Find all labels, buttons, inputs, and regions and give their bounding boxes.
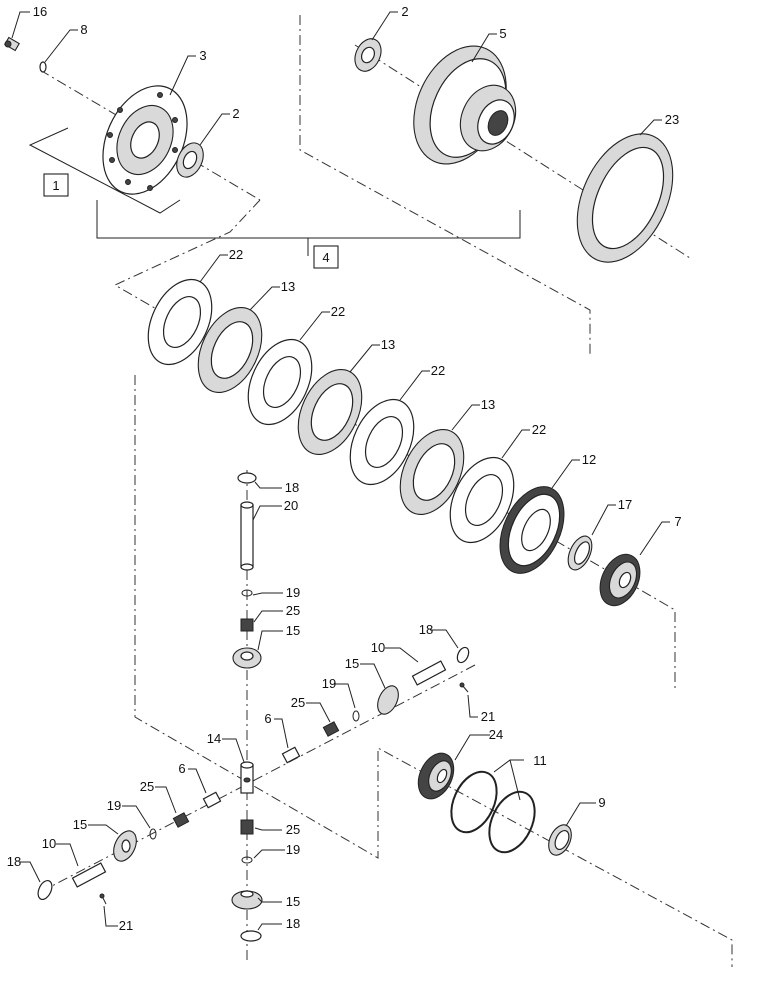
callout-13-b: 13 bbox=[381, 337, 395, 352]
disc-part-13-b bbox=[297, 368, 363, 456]
snap-ring-part-19-right bbox=[352, 710, 360, 722]
callout-1: 1 bbox=[52, 178, 59, 193]
ring-part-9 bbox=[548, 824, 572, 856]
callout-14: 14 bbox=[207, 731, 221, 746]
washer-part-18-top bbox=[237, 472, 257, 484]
spring-part-25-bottom bbox=[240, 819, 254, 835]
callout-21-right: 21 bbox=[481, 709, 495, 724]
plate-part-22-b bbox=[247, 338, 313, 426]
callout-15-left: 15 bbox=[73, 817, 87, 832]
spring-part-25-left bbox=[172, 812, 190, 828]
leader-lines bbox=[11, 11, 670, 931]
callout-labels: 16 8 3 2 2 5 23 1 4 22 13 22 13 22 13 22… bbox=[7, 4, 682, 933]
callout-6-right: 6 bbox=[264, 711, 271, 726]
shim-part-2-right bbox=[354, 38, 382, 72]
callout-4: 4 bbox=[322, 250, 329, 265]
pin-part-10-left bbox=[71, 862, 107, 888]
gear-part-7 bbox=[599, 553, 641, 607]
assembly-box-1: 1 bbox=[43, 173, 69, 197]
gear-part-15-right bbox=[377, 685, 399, 715]
disc-part-13-a bbox=[197, 306, 263, 394]
callout-2-left: 2 bbox=[232, 106, 239, 121]
callout-8: 8 bbox=[80, 22, 87, 37]
ring-part-23 bbox=[576, 133, 674, 263]
piston-part-12 bbox=[499, 486, 565, 574]
spring-part-25-top bbox=[240, 618, 254, 632]
washer-part-18-bottom bbox=[240, 930, 262, 942]
callout-24: 24 bbox=[489, 727, 503, 742]
assembly-box-4: 4 bbox=[313, 245, 339, 269]
callout-18-left: 18 bbox=[7, 854, 21, 869]
spider-part-14 bbox=[240, 761, 254, 794]
callout-13-a: 13 bbox=[281, 279, 295, 294]
bolt-part-16 bbox=[4, 36, 20, 52]
callout-21-left: 21 bbox=[119, 918, 133, 933]
callout-10-left: 10 bbox=[42, 836, 56, 851]
callout-13-c: 13 bbox=[481, 397, 495, 412]
callout-18-top: 18 bbox=[285, 480, 299, 495]
callout-15-top: 15 bbox=[286, 623, 300, 638]
callout-22-c: 22 bbox=[431, 363, 445, 378]
pin-part-21-left bbox=[99, 893, 107, 905]
callout-19-left: 19 bbox=[107, 798, 121, 813]
gear-part-24 bbox=[417, 752, 455, 800]
callout-17: 17 bbox=[618, 497, 632, 512]
gear-part-15-bottom bbox=[231, 890, 263, 910]
callout-10-right: 10 bbox=[371, 640, 385, 655]
callout-5: 5 bbox=[499, 26, 506, 41]
disc-part-13-c bbox=[399, 428, 465, 516]
spring-part-25-right bbox=[322, 721, 340, 737]
callout-22-d: 22 bbox=[532, 422, 546, 437]
bushing-part-6-left bbox=[202, 791, 222, 809]
washer-part-18-right bbox=[456, 646, 470, 664]
plate-part-22-c bbox=[349, 398, 415, 486]
gear-part-15-top bbox=[232, 647, 262, 669]
seal-ring-part-11-a bbox=[450, 770, 498, 834]
callout-25-top: 25 bbox=[286, 603, 300, 618]
washer-part-8 bbox=[39, 61, 47, 73]
bushing-part-6-right bbox=[281, 746, 301, 764]
callout-16: 16 bbox=[33, 4, 47, 19]
washer-part-18-left bbox=[37, 879, 53, 901]
callout-7: 7 bbox=[674, 514, 681, 529]
flange-part-3 bbox=[102, 85, 188, 195]
callout-19-bottom: 19 bbox=[286, 842, 300, 857]
callout-19-top: 19 bbox=[286, 585, 300, 600]
callout-18-right: 18 bbox=[419, 622, 433, 637]
callout-3: 3 bbox=[199, 48, 206, 63]
callout-20: 20 bbox=[284, 498, 298, 513]
callout-11: 11 bbox=[533, 753, 547, 768]
callout-19-right: 19 bbox=[322, 676, 336, 691]
housing-part-5 bbox=[413, 45, 517, 165]
callout-18-bottom: 18 bbox=[286, 916, 300, 931]
callout-25-left: 25 bbox=[140, 779, 154, 794]
callout-25-bottom: 25 bbox=[286, 822, 300, 837]
callout-15-bottom: 15 bbox=[286, 894, 300, 909]
assembly-bracket bbox=[28, 127, 521, 256]
snap-ring-part-19-top bbox=[241, 589, 253, 597]
shim-part-2-left bbox=[176, 142, 204, 178]
snap-ring-part-19-left bbox=[149, 828, 157, 840]
callout-15-right: 15 bbox=[345, 656, 359, 671]
callout-22-b: 22 bbox=[331, 304, 345, 319]
callout-6-left: 6 bbox=[178, 761, 185, 776]
callout-2-right: 2 bbox=[401, 4, 408, 19]
plate-part-22-a bbox=[147, 278, 213, 366]
gear-part-15-left bbox=[113, 830, 137, 862]
callout-22-a: 22 bbox=[229, 247, 243, 262]
snap-ring-part-19-bottom bbox=[241, 856, 253, 864]
callout-9: 9 bbox=[598, 795, 605, 810]
ring-part-17 bbox=[567, 535, 593, 571]
plate-part-22-d bbox=[449, 456, 515, 544]
shaft-part-20 bbox=[240, 501, 254, 571]
pin-part-21-right bbox=[459, 682, 469, 693]
callout-25-right: 25 bbox=[291, 695, 305, 710]
seal-ring-part-11-b bbox=[488, 790, 536, 854]
pin-part-10-right bbox=[411, 660, 447, 686]
callout-12: 12 bbox=[582, 452, 596, 467]
callout-23: 23 bbox=[665, 112, 679, 127]
